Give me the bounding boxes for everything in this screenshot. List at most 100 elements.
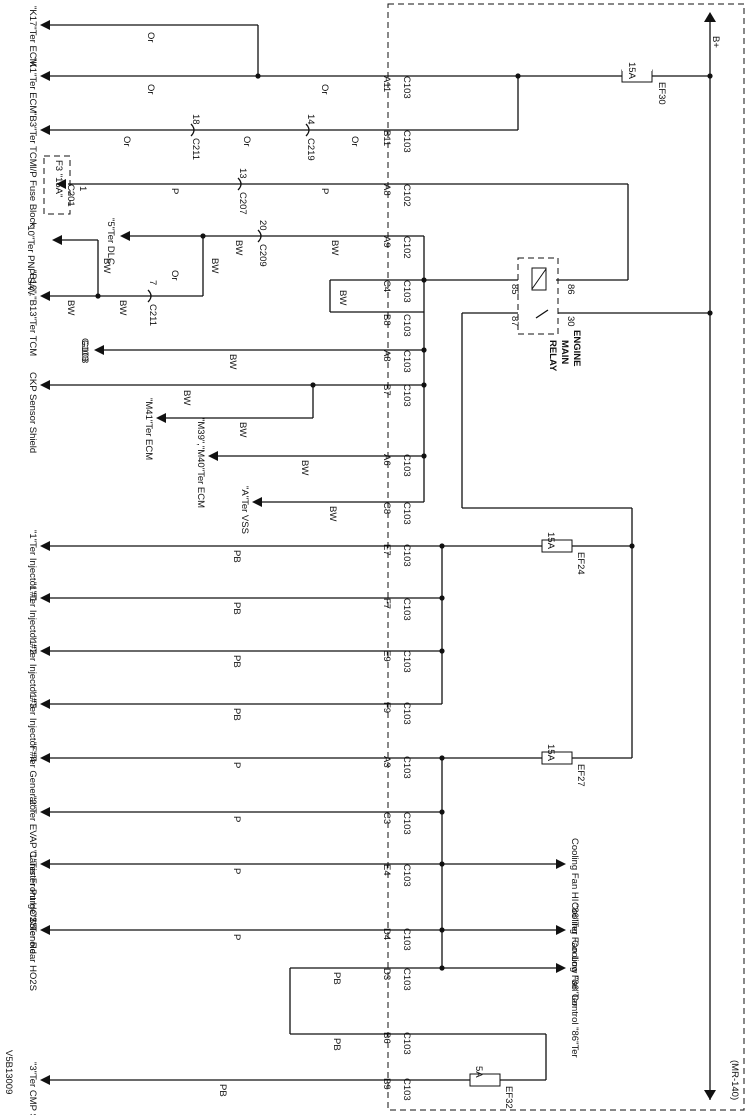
pin-label-20: B9 bbox=[381, 1078, 392, 1090]
terminal-injector-2: "1"Ter Injector #2 bbox=[27, 582, 38, 654]
inline-connector-2: C207 bbox=[237, 192, 248, 215]
wire-color-31: PB bbox=[217, 1084, 228, 1097]
pin-label-1: B11 bbox=[381, 130, 392, 146]
right-output-labels: Cooling Fan HI "86"Ter Cooling Fan Low "… bbox=[569, 838, 580, 1058]
wire-color-28: P bbox=[231, 934, 242, 940]
wire-color-29: PB bbox=[331, 972, 342, 985]
inline-pin-1: 14 bbox=[305, 114, 316, 125]
wire-color-7: P bbox=[319, 188, 330, 194]
pin-label-6: A8 bbox=[381, 350, 392, 362]
terminal-cmp: "3"Ter CMP Sensor bbox=[27, 1062, 38, 1115]
relay-name-2: MAIN bbox=[559, 340, 570, 364]
wire-color-4: Or bbox=[241, 136, 252, 147]
page-ref: (MR-140) bbox=[729, 1060, 740, 1100]
inline-connector-1: C219 bbox=[305, 138, 316, 161]
wire-color-1: Or bbox=[145, 84, 156, 95]
connector-label-19: C103 bbox=[401, 1032, 412, 1055]
wire-color-0: Or bbox=[145, 32, 156, 43]
engine-room-boundary bbox=[387, 3, 745, 1111]
pin-label-17: D4 bbox=[381, 928, 392, 940]
cooling-fan-control: Cooling Fan Control "86"Ter bbox=[569, 940, 580, 1058]
connector-label-9: C103 bbox=[401, 502, 412, 525]
terminal-k1: "K1"Ter ECM bbox=[27, 58, 38, 113]
wire-color-11: BW bbox=[101, 258, 112, 273]
relay-name-3: RELAY bbox=[547, 340, 558, 372]
injector-circuit: 15A EF24 bbox=[40, 532, 632, 709]
connector-label-4: C103 bbox=[401, 280, 412, 303]
connector-label-20: C103 bbox=[401, 1078, 412, 1101]
wire-color-13: BW bbox=[117, 300, 128, 315]
wire-color-16: BW bbox=[227, 354, 238, 369]
connector-label-2: C102 bbox=[401, 184, 412, 207]
connector-label-1: C103 bbox=[401, 130, 412, 153]
connector-label-11: C103 bbox=[401, 598, 412, 621]
cooling-fan-low: Cooling Fan Low "86"Ter bbox=[569, 902, 580, 1006]
inline-connector-3: C209 bbox=[257, 244, 268, 267]
left-terminal-labels: "K17"Ter ECM "K1"Ter ECM "B3"Ter TCM I/P… bbox=[3, 6, 250, 1115]
terminal-ckp: CKP Sensor Shield bbox=[27, 372, 38, 453]
wire-color-3: Or bbox=[121, 136, 132, 147]
figure-id: V5B13009 bbox=[3, 1050, 14, 1094]
wire-color-21: PB bbox=[231, 550, 242, 563]
inline-pin-2: 13 bbox=[237, 168, 248, 179]
wire-color-10: BW bbox=[209, 258, 220, 273]
ef30-rating: 15A bbox=[626, 62, 637, 80]
wire-color-23: PB bbox=[231, 655, 242, 668]
cooling-fan-hi: Cooling Fan HI "86"Ter bbox=[569, 838, 580, 935]
terminal-pnp: "10"Ter PNP S/W bbox=[25, 222, 36, 295]
connector-label-13: C103 bbox=[401, 702, 412, 725]
ef24-name: EF24 bbox=[575, 552, 586, 575]
pin-label-4: C4 bbox=[381, 280, 392, 292]
terminal-injector-1: "1"Ter Injector #1 bbox=[27, 530, 38, 602]
connector-label-10: C103 bbox=[401, 544, 412, 567]
ground-circuit bbox=[40, 231, 427, 507]
connector-label-17: C103 bbox=[401, 928, 412, 951]
wire-color-8: BW bbox=[233, 240, 244, 255]
terminal-injector-3: "1"Ter Injector #3 bbox=[27, 636, 38, 708]
connector-label-6: C103 bbox=[401, 350, 412, 373]
terminal-vss: "A"Ter VSS bbox=[239, 486, 250, 534]
inline-connector-mark-1 bbox=[305, 123, 310, 137]
relay-pin-85: 85 bbox=[509, 284, 520, 295]
terminal-g103: G103 bbox=[79, 338, 90, 361]
terminal-rear-ho2s: "1"Ter Rear HO2S bbox=[27, 914, 38, 991]
pin-label-19: B6 bbox=[381, 1032, 392, 1044]
wire-color-2: Or bbox=[319, 84, 330, 95]
ef27-name: EF27 bbox=[575, 764, 586, 787]
wire-color-24: PB bbox=[231, 708, 242, 721]
engine-main-relay: ENGINE MAIN RELAY 86 85 87 30 bbox=[424, 257, 710, 758]
pin-label-2: A8 bbox=[381, 184, 392, 196]
pin-label-15: C3 bbox=[381, 812, 392, 824]
ef32-rating: 5A bbox=[473, 1066, 484, 1078]
connector-label-0: C103 bbox=[401, 76, 412, 99]
b-plus-bus: B+ (MR-140) bbox=[704, 12, 740, 1100]
wire-color-26: P bbox=[231, 816, 242, 822]
connector-label-7: C103 bbox=[401, 384, 412, 407]
relay-pin-87: 87 bbox=[509, 316, 520, 327]
relay-pin-86: 86 bbox=[565, 284, 576, 295]
pin-label-9: C8 bbox=[381, 502, 392, 514]
ef30-circuit: 15A EF30 bbox=[40, 20, 710, 135]
wire-color-30: PB bbox=[331, 1038, 342, 1051]
terminal-k17: "K17"Ter ECM bbox=[27, 6, 38, 67]
inline-connector-4: C211 bbox=[147, 304, 158, 326]
wire-color-5: Or bbox=[349, 136, 360, 147]
inline-connector-mark-3 bbox=[257, 229, 262, 243]
pin-label-11: F7 bbox=[381, 598, 392, 609]
inline-connector-mark-2 bbox=[237, 177, 242, 191]
c201-label: C201 bbox=[65, 184, 76, 207]
inline-pin-0: 18 bbox=[190, 114, 201, 125]
wire-color-12: Or bbox=[169, 270, 180, 281]
wire-color-18: BW bbox=[237, 422, 248, 437]
ef30-name: EF30 bbox=[656, 82, 667, 105]
pin-label-3: A9 bbox=[381, 236, 392, 248]
pin-label-10: E7 bbox=[381, 544, 392, 556]
inline-connector-mark-0 bbox=[190, 123, 195, 137]
terminal-injector-4: "1"Ter Injector #4 bbox=[27, 690, 38, 762]
pin-label-7: B7 bbox=[381, 384, 392, 396]
pin-label-16: E4 bbox=[381, 864, 392, 876]
